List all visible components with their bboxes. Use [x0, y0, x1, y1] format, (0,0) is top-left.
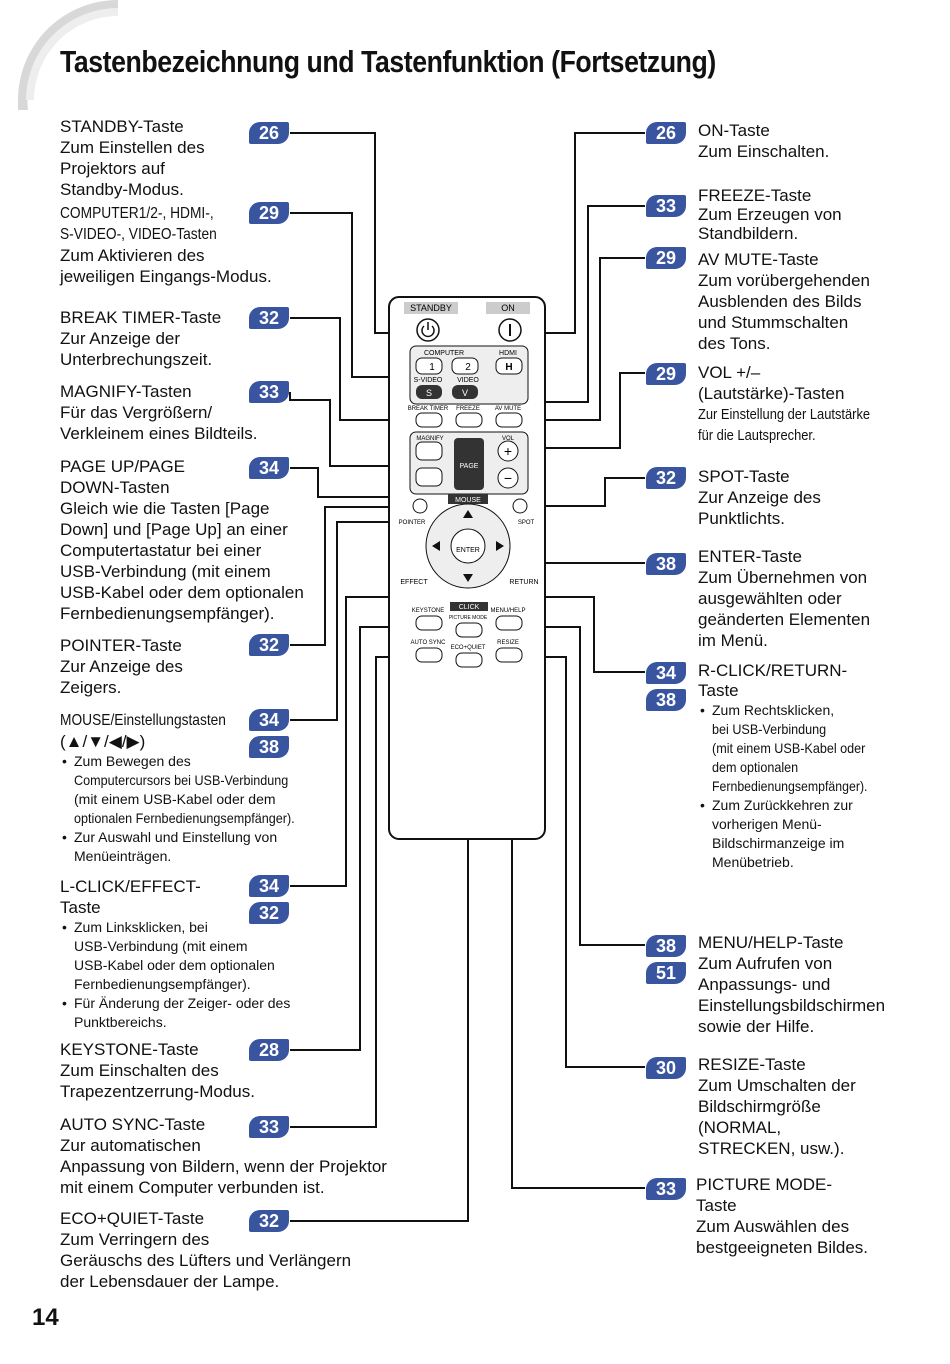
svg-text:HDMI: HDMI	[499, 350, 517, 357]
page-ref-badge: 51	[646, 962, 686, 984]
page-ref-badge: 38	[646, 935, 686, 957]
svg-text:STANDBY: STANDBY	[410, 303, 452, 313]
av-mute-key-description: AV MUTE-Taste Zum vorübergehenden Ausble…	[698, 250, 871, 353]
vol-keys-description: VOL +/– (Lautstärke)-Tasten Zur Einstell…	[698, 363, 871, 444]
page-keys-description: PAGE UP/PAGE DOWN-Tasten Gleich wie die …	[60, 457, 304, 623]
page-ref-badge: 32	[646, 467, 686, 489]
page-ref-badge: 28	[249, 1039, 289, 1061]
page-ref-badge: 32	[249, 307, 289, 329]
page-ref-badge: 29	[646, 247, 686, 269]
resize-key-description: RESIZE-Taste Zum Umschalten der Bildschi…	[698, 1055, 856, 1158]
svg-text:2: 2	[465, 362, 471, 373]
svg-text:S: S	[426, 388, 432, 398]
page-ref-badge: 33	[646, 195, 686, 217]
svg-text:MOUSE: MOUSE	[455, 497, 481, 504]
svg-text:MENU/HELP: MENU/HELP	[490, 608, 525, 614]
svg-text:ON: ON	[501, 303, 515, 313]
svg-text:KEYSTONE: KEYSTONE	[412, 608, 445, 614]
svg-text:ECO+QUIET: ECO+QUIET	[451, 645, 486, 651]
svg-text:VOL: VOL	[502, 436, 515, 442]
svg-text:PAGE: PAGE	[460, 463, 479, 470]
page-ref-badge: 29	[646, 363, 686, 385]
page-ref-badge: 33	[646, 1178, 686, 1200]
svg-text:RETURN: RETURN	[509, 579, 538, 586]
svg-text:CLICK: CLICK	[459, 604, 480, 611]
page-ref-badge: 32	[249, 902, 289, 924]
svg-text:1: 1	[429, 362, 435, 373]
svg-text:PICTURE MODE: PICTURE MODE	[449, 615, 488, 621]
svg-text:BREAK TIMER: BREAK TIMER	[408, 406, 449, 412]
page-ref-badge: 33	[249, 1116, 289, 1138]
freeze-key-description: FREEZE-Taste Zum Erzeugen von Standbilde…	[698, 186, 842, 243]
page-ref-badge: 38	[646, 553, 686, 575]
page-ref-badge: 34	[249, 457, 289, 479]
page-ref-badge: 34	[249, 875, 289, 897]
page-ref-badge: 33	[249, 381, 289, 403]
input-keys-description: COMPUTER1/2-, HDMI-, S-VIDEO-, VIDEO-Tas…	[60, 205, 272, 286]
svg-text:H: H	[505, 362, 512, 373]
svg-text:MAGNIFY: MAGNIFY	[416, 436, 443, 442]
r-click-return-key-description: R-CLICK/RETURN- Taste Zum Rechtsklicken,…	[698, 661, 889, 872]
page-ref-badge: 29	[249, 202, 289, 224]
svg-text:V: V	[462, 388, 468, 398]
svg-text:S-VIDEO: S-VIDEO	[414, 377, 443, 384]
l-click-effect-key-description: L-CLICK/EFFECT- Taste Zum Linksklicken, …	[60, 876, 290, 1032]
svg-text:AUTO SYNC: AUTO SYNC	[411, 640, 447, 646]
svg-text:FREEZE: FREEZE	[456, 406, 480, 412]
magnify-keys-description: MAGNIFY-Tasten Für das Vergrößern/ Verkl…	[60, 382, 258, 443]
page-number: 14	[32, 1304, 59, 1331]
svg-text:COMPUTER: COMPUTER	[424, 350, 464, 357]
standby-key-description: STANDBY-Taste Zum Einstellen des Projekt…	[60, 117, 205, 199]
break-timer-key-description: BREAK TIMER-Taste Zur Anzeige der Unterb…	[60, 308, 222, 369]
eco-quiet-key-description: ECO+QUIET-Taste Zum Verringern des Geräu…	[60, 1209, 352, 1291]
svg-text:SPOT: SPOT	[518, 520, 535, 526]
page-ref-badge: 34	[249, 709, 289, 731]
svg-text:VIDEO: VIDEO	[457, 377, 479, 384]
page-title: Tastenbezeichnung und Tastenfunktion (Fo…	[60, 44, 716, 79]
page-ref-badge: 30	[646, 1057, 686, 1079]
corner-decoration	[18, 0, 119, 110]
page-ref-badge: 26	[249, 122, 289, 144]
page-ref-badge: 38	[249, 736, 289, 758]
menu-help-key-description: MENU/HELP-Taste Zum Aufrufen von Anpassu…	[698, 933, 886, 1036]
on-key-description: ON-Taste Zum Einschalten.	[698, 121, 830, 161]
svg-text:ENTER: ENTER	[456, 547, 480, 554]
spot-key-description: SPOT-Taste Zur Anzeige des Punktlichts.	[698, 467, 821, 528]
keystone-key-description: KEYSTONE-Taste Zum Einschalten des Trape…	[60, 1040, 255, 1101]
auto-sync-key-description: AUTO SYNC-Taste Zur automatischen Anpass…	[60, 1115, 387, 1197]
page-ref-badge: 26	[646, 122, 686, 144]
pointer-key-description: POINTER-Taste Zur Anzeige des Zeigers.	[60, 636, 183, 697]
mouse-keys-description: MOUSE/Einstellungstasten (▲/▼/◀/▶) Zum B…	[60, 710, 319, 866]
picture-mode-key-description: PICTURE MODE- Taste Zum Auswählen des be…	[696, 1175, 869, 1257]
page-ref-badge: 32	[249, 1210, 289, 1232]
svg-text:RESIZE: RESIZE	[497, 640, 519, 646]
page-ref-badge: 38	[646, 689, 686, 711]
svg-text:−: −	[504, 470, 512, 486]
svg-text:AV MUTE: AV MUTE	[495, 406, 521, 412]
remote-control: STANDBY ON COMPUTER HDMI 1 2 H S-VIDEO V…	[388, 296, 546, 840]
svg-text:+: +	[504, 443, 512, 459]
enter-key-description: ENTER-Taste Zum Übernehmen von ausgewähl…	[698, 547, 871, 650]
page-ref-badge: 32	[249, 634, 289, 656]
svg-text:POINTER: POINTER	[399, 520, 426, 526]
svg-text:EFFECT: EFFECT	[400, 579, 428, 586]
page-ref-badge: 34	[646, 662, 686, 684]
